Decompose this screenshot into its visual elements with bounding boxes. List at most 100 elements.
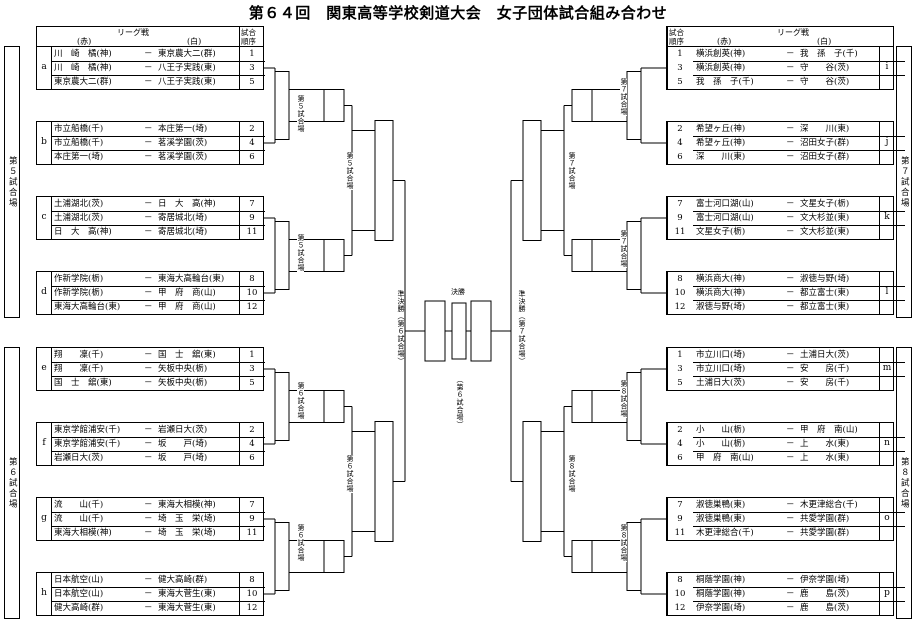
match-order-number: 12	[674, 302, 686, 312]
group-id-d: d	[41, 287, 47, 297]
match-dash: －	[786, 274, 795, 284]
group-id-a: a	[41, 62, 47, 72]
match-dash: －	[144, 63, 153, 73]
row-divider	[693, 451, 905, 452]
match-red-team: 淑徳巣鴨(東)	[696, 500, 746, 510]
match-red-team: 文星女子(栃)	[696, 227, 746, 237]
match-order-number: 8	[677, 575, 683, 585]
group-id-divider	[51, 423, 52, 465]
match-row: 淑徳巣鴨(東)－共愛学園(群)	[693, 513, 879, 525]
row-divider	[693, 225, 905, 226]
match-row: 文星女子(栃)－文大杉並(東)	[693, 226, 879, 238]
round-label-right-7b: 第７試合場	[620, 230, 628, 268]
match-red-team: 市立川口(埼)	[696, 364, 746, 374]
group-id-b: b	[41, 137, 47, 147]
row-divider	[51, 526, 265, 527]
match-white-team: 安 房(千)	[800, 378, 850, 388]
match-row: 流 山(千)－東海大相模(神)	[51, 499, 239, 511]
match-row: 東海大相模(神)－埼 玉 栄(埼)	[51, 527, 239, 539]
match-red-team: 東海大高輪台(東)	[54, 302, 121, 312]
match-red-team: 土浦湖北(茨)	[54, 213, 104, 223]
match-white-team: 文大杉並(東)	[800, 227, 850, 237]
match-dash: －	[786, 425, 795, 435]
match-row: 川 崎 橘(神)－八王子実践(東)	[51, 62, 239, 74]
row-divider	[51, 211, 265, 212]
bracket-box	[626, 372, 642, 441]
match-white-team: 都立富士(東)	[800, 302, 850, 312]
bracket-box	[626, 71, 642, 140]
order-column	[667, 423, 668, 465]
round-label-left-6a: 第６試合場	[297, 382, 305, 420]
match-red-team: 作新学院(栃)	[54, 288, 104, 298]
match-red-team: 東京農大二(群)	[54, 77, 112, 87]
row-divider	[693, 136, 905, 137]
match-red-team: 翔 凜(千)	[54, 350, 104, 360]
bracket-box	[274, 71, 290, 140]
match-row: 深 川(東)－沼田女子(群)	[693, 151, 879, 163]
group-id-e: e	[41, 363, 47, 373]
match-white-team: 伊奈学園(埼)	[800, 575, 850, 585]
match-dash: －	[786, 77, 795, 87]
match-order-number: 11	[674, 227, 686, 237]
round-label-semi-right: 準決勝（第７試合場）	[518, 290, 526, 365]
match-white-team: 文大杉並(東)	[800, 213, 850, 223]
match-white-team: 我 孫 子(千)	[800, 49, 858, 59]
match-row: 希望ヶ丘(神)－沼田女子(群)	[693, 137, 879, 149]
venue-label-6: 第６試合場	[4, 347, 20, 619]
row-divider	[51, 61, 265, 62]
round-label-left-5b: 第５試合場	[297, 234, 305, 272]
bracket-box	[323, 239, 345, 272]
group-id-divider	[51, 348, 52, 390]
match-row: 本庄第一(埼)－茗溪学園(茨)	[51, 151, 239, 163]
match-white-team: 木更津総合(千)	[800, 500, 858, 510]
order-column	[239, 122, 240, 164]
match-dash: －	[786, 453, 795, 463]
row-divider	[51, 225, 265, 226]
venue-label-5: 第５試合場	[4, 46, 20, 318]
row-divider	[693, 286, 905, 287]
match-red-team: 希望ヶ丘(神)	[696, 138, 746, 148]
match-order-number: 6	[677, 453, 683, 463]
row-divider	[693, 150, 905, 151]
match-dash: －	[786, 350, 795, 360]
match-dash: －	[786, 575, 795, 585]
match-white-team: 文星女子(栃)	[800, 199, 850, 209]
match-dash: －	[786, 199, 795, 209]
group-id-f: f	[42, 438, 46, 448]
match-white-team: 守 谷(茨)	[800, 77, 850, 87]
match-red-team: 流 山(千)	[54, 514, 104, 524]
match-red-team: 市立川口(埼)	[696, 350, 746, 360]
match-order-number: 11	[246, 227, 258, 237]
match-order-number: 8	[249, 575, 255, 585]
round-label-final-venue: （第６試合場）	[456, 376, 464, 429]
bracket-box	[274, 221, 290, 290]
match-row: 東京学館浦安(千)－岩瀬日大(茨)	[51, 424, 239, 436]
order-column	[667, 47, 668, 89]
row-divider	[51, 437, 265, 438]
round-label-right-7-r2: 第７試合場	[568, 152, 576, 190]
match-white-team: 沼田女子(群)	[800, 138, 850, 148]
league-header-right: リーグ戦(赤)(白)試合 順序	[666, 26, 894, 46]
match-dash: －	[786, 63, 795, 73]
group-id-divider	[879, 348, 880, 390]
match-row: 木更津総合(千)－共愛学園(群)	[693, 527, 879, 539]
match-red-team: 川 崎 橘(神)	[54, 49, 112, 59]
order-column	[667, 122, 668, 164]
round-label-final: 決勝	[451, 288, 465, 296]
match-order-number: 10	[674, 589, 686, 599]
row-divider	[51, 286, 265, 287]
match-row: 小 山(栃)－甲 府 南(山)	[693, 424, 879, 436]
group-id-c: c	[41, 212, 47, 222]
venue-label-7: 第７試合場	[896, 46, 912, 318]
round-label-left-5-r2: 第５試合場	[346, 152, 354, 190]
match-row: 翔 凜(千)－国 士 舘(東)	[51, 349, 239, 361]
match-red-team: 横浜創英(神)	[696, 49, 746, 59]
match-dash: －	[144, 199, 153, 209]
group-id-divider	[51, 47, 52, 89]
match-row: 横浜創英(神)－守 谷(茨)	[693, 62, 879, 74]
match-white-team: 沼田女子(群)	[800, 152, 850, 162]
row-divider	[51, 512, 265, 513]
match-row: 淑徳与野(埼)－都立富士(東)	[693, 301, 879, 313]
